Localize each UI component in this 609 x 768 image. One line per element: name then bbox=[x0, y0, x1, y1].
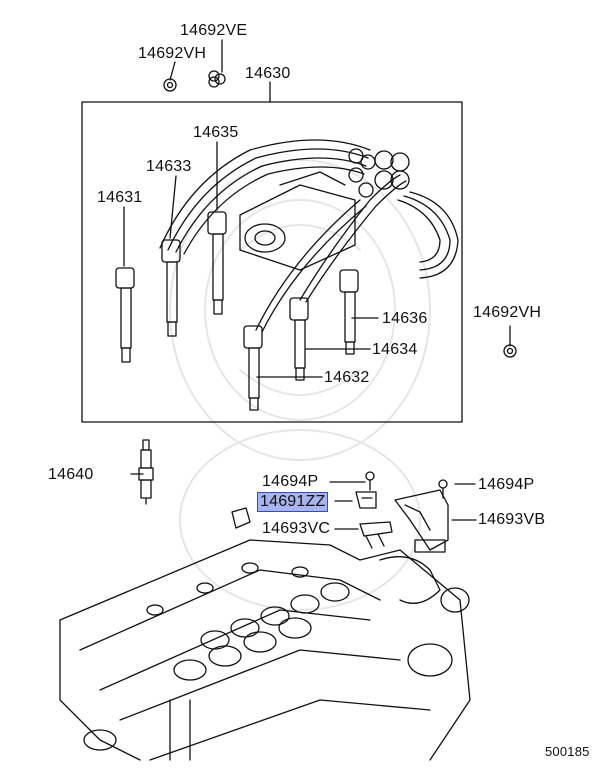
label-14632[interactable]: 14632 bbox=[324, 369, 370, 386]
nut-14692VE bbox=[208, 70, 226, 88]
plug-boot-14636 bbox=[339, 269, 359, 355]
label-14630[interactable]: 14630 bbox=[245, 65, 291, 82]
label-14631[interactable]: 14631 bbox=[97, 189, 143, 206]
plug-boot-14635 bbox=[207, 211, 227, 315]
label-14692VH-right[interactable]: 14692VH bbox=[473, 304, 542, 321]
figure-number: 500185 bbox=[545, 744, 590, 759]
clip-14693VB bbox=[394, 489, 449, 553]
label-14635[interactable]: 14635 bbox=[193, 124, 239, 141]
label-14636[interactable]: 14636 bbox=[382, 310, 428, 327]
engine-block bbox=[59, 539, 471, 761]
plug-boot-14633 bbox=[161, 239, 181, 337]
label-14691ZZ-highlighted[interactable]: 14691ZZ bbox=[257, 492, 329, 512]
label-14640[interactable]: 14640 bbox=[48, 466, 94, 483]
label-14692VE[interactable]: 14692VE bbox=[180, 22, 248, 39]
watermark-emblem bbox=[169, 159, 431, 611]
plug-boot-14632 bbox=[243, 325, 263, 411]
label-14694P-left[interactable]: 14694P bbox=[262, 473, 319, 490]
bolt-14694P-left bbox=[365, 471, 375, 491]
label-14694P-right[interactable]: 14694P bbox=[478, 476, 535, 493]
label-14692VH-top[interactable]: 14692VH bbox=[138, 45, 207, 62]
clip-left bbox=[231, 507, 251, 529]
distributor bbox=[239, 148, 410, 271]
plug-boot-14634 bbox=[289, 297, 309, 381]
label-14634[interactable]: 14634 bbox=[372, 341, 418, 358]
bracket-14691ZZ bbox=[355, 491, 377, 509]
clip-14693VC bbox=[359, 521, 393, 549]
label-14693VC[interactable]: 14693VC bbox=[262, 520, 331, 537]
plug-boot-14631 bbox=[115, 267, 135, 363]
label-14693VB[interactable]: 14693VB bbox=[478, 511, 546, 528]
spark-plug-14640 bbox=[138, 439, 154, 505]
ignition-wire-set-box bbox=[81, 101, 463, 423]
label-14633[interactable]: 14633 bbox=[146, 158, 192, 175]
nut-14692VH-top bbox=[163, 78, 177, 92]
nut-14692VH-right bbox=[503, 344, 517, 358]
